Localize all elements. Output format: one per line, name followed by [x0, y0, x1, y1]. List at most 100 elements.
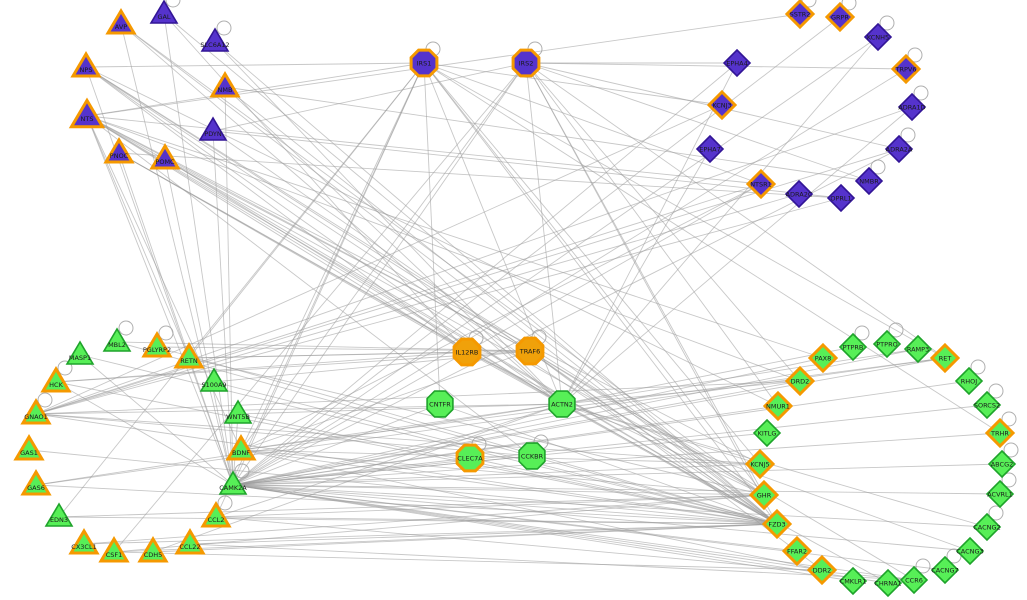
node-CACNG7[interactable] [930, 555, 960, 585]
node-TRPV6[interactable] [890, 53, 922, 85]
node-GHR[interactable] [748, 479, 780, 511]
edge [439, 403, 778, 525]
node-TRAF6[interactable] [515, 336, 545, 366]
node-CX3CL1[interactable] [68, 528, 100, 555]
node-DRD2[interactable] [784, 365, 816, 397]
node-ACTN2[interactable] [548, 390, 576, 418]
node-FZD3[interactable] [761, 508, 793, 540]
node-CLEC7A[interactable] [455, 443, 485, 473]
triangle-node-shape [20, 398, 52, 425]
node-ADRA1D[interactable] [897, 92, 927, 122]
edge [86, 115, 533, 457]
node-RETN[interactable] [173, 342, 205, 369]
triangle-node-shape [141, 331, 173, 358]
edge [189, 543, 915, 581]
node-CACNG2[interactable] [972, 512, 1002, 542]
self-loop-edge [57, 360, 73, 376]
node-NTSR1[interactable] [745, 168, 777, 200]
node-SLC6A12[interactable] [200, 27, 230, 52]
node-MBL2[interactable] [102, 327, 132, 352]
edge [86, 115, 778, 525]
triangle-node-shape [68, 97, 106, 129]
octagon-node-shape [548, 390, 576, 418]
diamond-node-shape [744, 448, 776, 480]
node-CAMK2A[interactable] [218, 470, 248, 495]
node-ADRA2C[interactable] [784, 179, 814, 209]
node-GAS1[interactable] [13, 434, 45, 461]
edge [120, 23, 563, 405]
node-CDH5[interactable] [137, 536, 169, 563]
node-IL12RB[interactable] [452, 337, 482, 367]
node-PTPRB[interactable] [838, 332, 868, 362]
node-CCKBR[interactable] [518, 442, 546, 470]
edge [215, 494, 765, 518]
node-ACVRL1[interactable] [985, 479, 1015, 509]
node-KCNH5[interactable] [863, 22, 893, 52]
node-NMB[interactable] [209, 71, 241, 98]
edge [529, 350, 915, 581]
node-PNOC[interactable] [103, 137, 135, 164]
edge [55, 381, 234, 486]
node-CCL2[interactable] [200, 501, 232, 528]
node-WNT5B[interactable] [223, 399, 253, 424]
node-GAL[interactable] [149, 0, 179, 24]
self-loop-edge [913, 85, 929, 101]
node-NMUR1[interactable] [762, 390, 794, 422]
node-PGLYRP2[interactable] [141, 331, 173, 358]
octagon-node-shape [455, 443, 485, 473]
node-PDYN[interactable] [198, 116, 228, 141]
diamond-node-shape [929, 342, 961, 374]
edge [466, 351, 765, 496]
node-DDR2[interactable] [806, 554, 838, 586]
node-CACNG3[interactable] [955, 536, 985, 566]
node-KCNJ3[interactable] [706, 89, 738, 121]
node-GAS6[interactable] [20, 469, 52, 496]
node-FFAR2[interactable] [781, 535, 813, 567]
node-NMBR[interactable] [854, 166, 884, 196]
node-KITLG[interactable] [752, 418, 782, 448]
node-IRS2[interactable] [511, 48, 541, 78]
node-OPRL1[interactable] [826, 183, 856, 213]
node-RHOJ[interactable] [954, 366, 984, 396]
node-RET[interactable] [929, 342, 961, 374]
node-ADRA2A[interactable] [884, 134, 914, 164]
diamond-node-shape [872, 329, 902, 359]
node-CNTFR[interactable] [426, 390, 454, 418]
edge [86, 115, 234, 486]
node-KCNJ5[interactable] [744, 448, 776, 480]
node-CSF1[interactable] [98, 536, 130, 563]
node-GNAO1[interactable] [20, 398, 52, 425]
edge [561, 148, 711, 405]
node-SORCS2[interactable] [972, 390, 1002, 420]
node-SSTR2[interactable] [784, 0, 816, 30]
diamond-node-shape [761, 508, 793, 540]
node-POMC[interactable] [149, 143, 181, 170]
node-CHRNA1[interactable] [873, 568, 903, 598]
node-EPHA7[interactable] [695, 134, 725, 164]
node-AVP[interactable] [105, 8, 137, 35]
triangle-node-shape [174, 528, 206, 555]
node-PTPRO[interactable] [872, 329, 902, 359]
node-CCR6[interactable] [899, 565, 929, 595]
node-PAX8[interactable] [807, 342, 839, 374]
edge-layer [28, 13, 1003, 584]
node-RAMP3[interactable] [903, 334, 933, 364]
node-S100A9[interactable] [199, 367, 229, 392]
node-ABCG2[interactable] [987, 449, 1017, 479]
node-EDN3[interactable] [44, 502, 74, 527]
node-CCL22[interactable] [174, 528, 206, 555]
node-EPHA4[interactable] [722, 48, 752, 78]
node-NTS[interactable] [68, 97, 106, 129]
node-MASP1[interactable] [65, 340, 95, 365]
node-HCK[interactable] [40, 366, 72, 393]
edge [79, 354, 234, 486]
node-GRPR[interactable] [824, 1, 856, 33]
node-NPS[interactable] [70, 51, 102, 78]
node-BDNF[interactable] [225, 434, 257, 461]
node-IRS1[interactable] [409, 48, 439, 78]
node-TRHR[interactable] [984, 417, 1016, 449]
edge [86, 115, 190, 359]
node-CMKLR1[interactable] [838, 566, 868, 596]
